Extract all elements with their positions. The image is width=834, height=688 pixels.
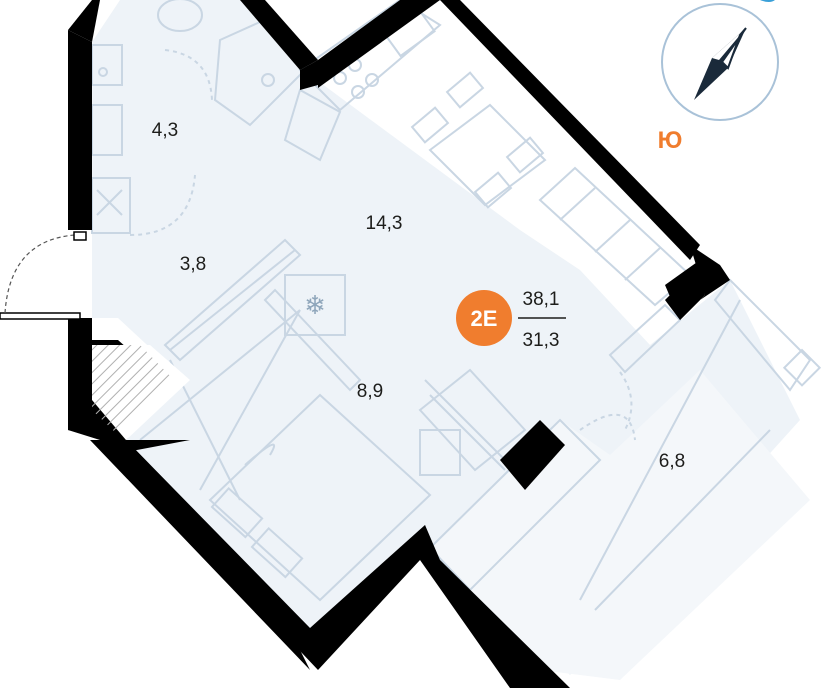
chair-icon: [419, 429, 461, 476]
furniture-lines: ❄: [91, 0, 822, 611]
compass-top-mark: [760, 0, 775, 2]
toilet-icon: [157, 0, 203, 32]
total-area: 38,1: [523, 289, 560, 310]
entrance-door[interactable]: [0, 231, 87, 320]
apartment-code: 2E: [471, 306, 498, 331]
living-area: 31,3: [523, 330, 560, 351]
compass-direction-letter: Ю: [658, 127, 683, 154]
badge-circle: [456, 290, 512, 346]
room-area-kitchen-living: 14,3: [366, 213, 403, 234]
shower-icon: [213, 20, 307, 127]
dining-table-icon: [428, 103, 547, 207]
compass: Ю: [658, 0, 779, 154]
fridge-icon: [284, 274, 346, 336]
apartment-badge: 2E 38,1 31,3: [456, 289, 566, 351]
ventilation-shaft: [92, 345, 190, 440]
kitchen-counter-icon: [298, 0, 442, 112]
room-area-bedroom-zone: 8,9: [357, 381, 383, 402]
desk-icon: [418, 368, 527, 472]
bed-icon: [208, 393, 432, 602]
compass-ring: [661, 3, 779, 121]
room-area-hallway: 3,8: [180, 254, 206, 275]
room-area-bathroom: 4,3: [152, 120, 178, 141]
snowflake-icon: ❄: [304, 290, 326, 320]
room-area-loggia: 6,8: [659, 451, 685, 472]
